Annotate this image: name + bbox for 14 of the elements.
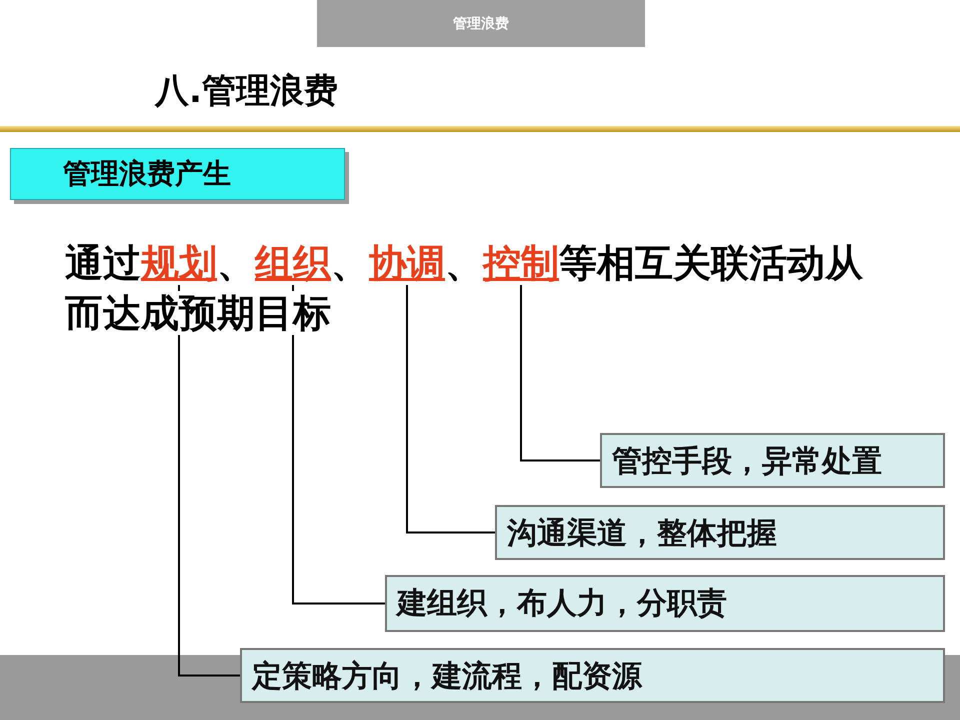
header-bar: 管理浪费 — [317, 0, 645, 47]
leader-line — [292, 285, 385, 604]
slide-title: 八.管理浪费 — [155, 70, 338, 113]
leader-line — [406, 285, 495, 534]
text-box: 沟通渠道，整体把握 — [495, 505, 945, 560]
highlighted-word: 组织 — [255, 241, 331, 285]
text-box: 管控手段，异常处置 — [600, 433, 945, 488]
leader-line — [178, 285, 240, 676]
highlighted-word: 控制 — [483, 241, 559, 285]
highlighted-word: 规划 — [141, 241, 217, 285]
text-box: 定策略方向，建流程，配资源 — [240, 648, 945, 703]
text-box: 建组织，布人力，分职责 — [385, 575, 945, 632]
leader-line — [520, 285, 600, 462]
highlighted-word: 协调 — [369, 241, 445, 285]
